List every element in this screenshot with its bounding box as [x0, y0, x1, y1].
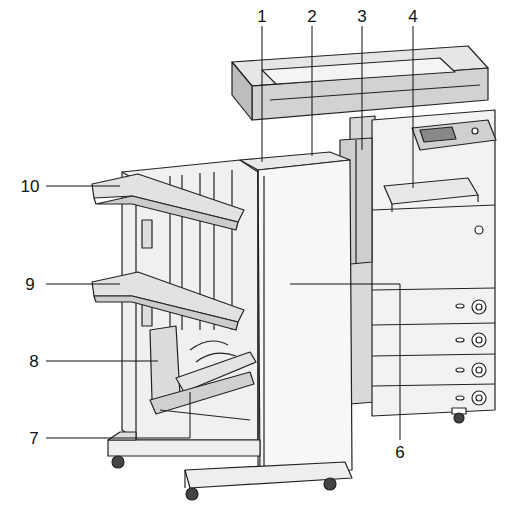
booklet-tray — [150, 326, 256, 420]
drawer-handle — [476, 304, 482, 310]
lower-tray — [92, 272, 244, 330]
booklet-tray — [190, 341, 228, 350]
output-tray — [384, 178, 478, 212]
output-tray — [391, 204, 392, 212]
copier-body — [475, 226, 483, 234]
leader-line — [46, 284, 120, 285]
finisher-frame — [142, 220, 152, 248]
leader-line — [413, 26, 414, 188]
finisher-base — [108, 440, 260, 456]
callout-number: 2 — [305, 7, 318, 26]
leader-line — [46, 186, 120, 187]
drawer-handle — [476, 395, 482, 401]
drawer-handle — [456, 396, 464, 400]
upper-tray — [94, 198, 96, 204]
callout-number: 10 — [19, 177, 42, 196]
control-panel — [472, 128, 478, 134]
callout-number: 7 — [27, 429, 40, 448]
finisher-front — [258, 160, 352, 478]
leader-line — [362, 26, 363, 150]
finisher-base — [186, 488, 198, 500]
drawer-handle — [476, 367, 482, 373]
finisher-base — [324, 478, 336, 490]
leader-line — [46, 392, 190, 438]
document-feeder — [262, 58, 455, 84]
lower-tray — [94, 296, 238, 330]
finisher-base — [184, 470, 185, 488]
drawer-handle — [472, 363, 486, 377]
copier-body — [372, 288, 495, 290]
caster — [452, 408, 466, 423]
callout-number: 3 — [355, 7, 368, 26]
copier-body — [372, 384, 495, 386]
callout-number: 1 — [255, 7, 268, 26]
leader-line — [46, 26, 413, 440]
leader-line — [290, 284, 400, 440]
callout-number: 8 — [27, 352, 40, 371]
caster — [454, 413, 464, 423]
control-panel — [412, 120, 496, 150]
drawer-handle — [456, 300, 486, 405]
callout-number: 9 — [23, 275, 36, 294]
document-feeder — [270, 85, 480, 100]
control-panel — [420, 127, 456, 142]
control-panel — [412, 120, 496, 150]
leader-line — [46, 361, 158, 362]
buffer-unit — [355, 140, 356, 264]
drawer-handle — [472, 391, 486, 405]
callout-number: 4 — [406, 7, 419, 26]
drawer-handle — [456, 338, 464, 342]
booklet-tray — [160, 410, 250, 420]
callout-number: 6 — [393, 443, 406, 462]
finisher-frame — [135, 180, 136, 440]
drawer-handle — [472, 300, 486, 314]
upper-tray — [92, 174, 244, 230]
finisher-front — [240, 152, 352, 478]
output-tray — [384, 178, 478, 204]
drawer-handle — [456, 304, 464, 308]
document-feeder — [232, 46, 488, 120]
booklet-tray — [196, 353, 236, 362]
drawer-handle — [472, 333, 486, 347]
leader-line — [312, 26, 313, 156]
booklet-tray — [150, 372, 254, 414]
drawer-handle — [456, 368, 464, 372]
copier-body — [372, 323, 495, 325]
upper-tray — [96, 196, 238, 230]
finisher-base — [108, 432, 352, 500]
copier-body — [372, 354, 495, 356]
drawer-handle — [476, 337, 482, 343]
finisher-front — [263, 176, 264, 472]
output-tray — [477, 195, 478, 202]
document-feeder — [232, 62, 252, 120]
finisher-front — [257, 170, 258, 478]
finisher-base — [112, 456, 124, 468]
copier-body — [372, 205, 495, 210]
booklet-tray — [150, 326, 180, 400]
upper-tray — [92, 174, 244, 222]
finisher-base — [108, 432, 136, 440]
copier-body — [372, 110, 495, 416]
leader-line — [262, 26, 263, 162]
